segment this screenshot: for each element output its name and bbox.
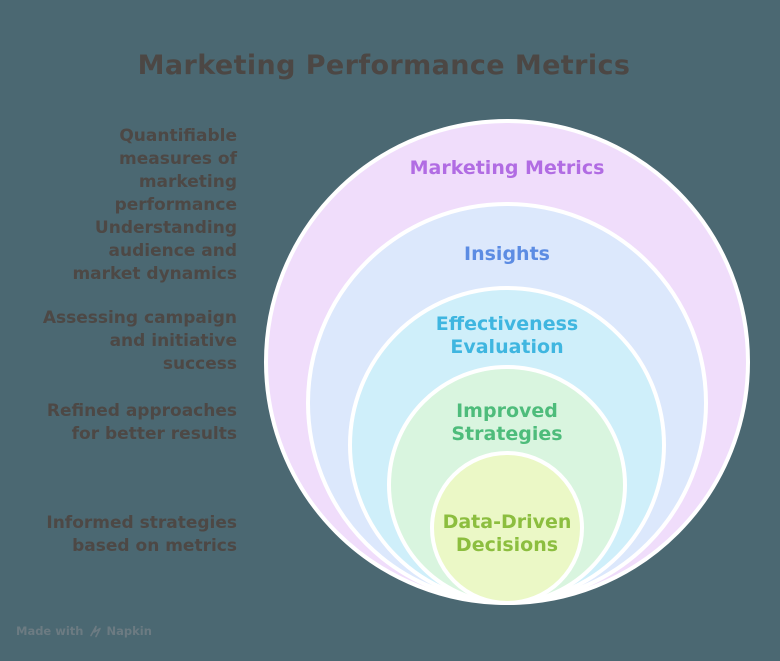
watermark: Made with Napkin [16,624,152,638]
annotation-effectiveness-evaluation: Assessing campaign and initiative succes… [42,308,237,374]
watermark-prefix: Made with [16,624,84,638]
ring-data-driven-decisions [430,451,584,605]
ring-label-effectiveness-evaluation: Effectiveness Evaluation [435,313,579,358]
ring-label-insights: Insights [464,243,550,265]
watermark-brand: Napkin [106,624,152,638]
annotation-improved-strategies: Refined approaches for better results [46,401,237,444]
annotation-data-driven-decisions: Informed strategies based on metrics [46,513,237,556]
napkin-logo-icon [89,625,102,638]
ring-label-marketing-metrics: Marketing Metrics [409,157,605,179]
ring-label-data-driven-decisions: Data-Driven Decisions [442,511,572,556]
annotation-insights: Understanding audience and market dynami… [72,218,237,284]
page-title: Marketing Performance Metrics [137,50,631,81]
ring-label-improved-strategies: Improved Strategies [451,400,563,445]
annotation-marketing-metrics: Quantifiable measures of marketing perfo… [114,126,237,215]
